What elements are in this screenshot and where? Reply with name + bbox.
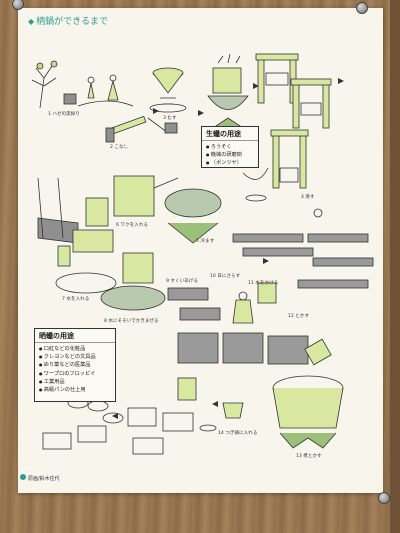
list-item: 口紅などの化粧品: [39, 345, 115, 353]
list-item: （ポンツヤ）: [206, 159, 258, 167]
caption-step14: 14 つぎ鍋に入れる: [218, 431, 258, 436]
caption-step9: 9 すくいあげる: [166, 279, 198, 284]
push-pin: [356, 2, 368, 14]
push-pin: [378, 492, 390, 504]
caption-step13: 13 煮とかす: [296, 454, 322, 459]
page-marker: [20, 474, 26, 480]
bleached-wax-uses-title: 晒蠟の用途: [35, 329, 115, 343]
list-item: ろうそく: [206, 143, 258, 151]
caption-step12: 12 とかす: [288, 314, 310, 319]
list-item: 工業用品: [39, 378, 115, 386]
caption-step10: 10 日にさらす: [210, 274, 241, 279]
vat-scene: [37, 175, 222, 244]
poster: ◆柄鍋ができるまで: [18, 8, 383, 493]
press-frame-1: [255, 53, 299, 104]
list-item: クレヨンなどの文具品: [39, 353, 115, 361]
raw-wax-uses-list: ろうそく 機械の研磨剤 （ポンツヤ）: [202, 143, 258, 168]
raw-wax-uses-title: 生蠟の用途: [202, 127, 258, 141]
stirring-tub: [100, 252, 166, 311]
pouring-scene: [242, 129, 323, 218]
illustration-credit: 原画/鈴木住代: [28, 476, 60, 482]
bottom-trays: [42, 397, 194, 455]
bleached-wax-uses-list: 口紅などの化粧品 クレヨンなどの文具品 ぬり薬などの医薬品 ワープロのフロッピイ…: [35, 345, 115, 394]
process-illustration: [31, 53, 374, 455]
push-pin: [12, 0, 24, 10]
poster-title-text: 柄鍋ができるまで: [36, 17, 108, 27]
caption-step6: 6 ワクを入れる: [116, 223, 148, 228]
list-item: 高級パンの仕上用: [39, 386, 115, 394]
caption-step8: 8 水にそそいでかきまぜる: [104, 319, 159, 324]
drying-racks: [167, 233, 374, 321]
raw-wax-uses-box: 生蠟の用途 ろうそく 機械の研磨剤 （ポンツヤ）: [201, 126, 259, 168]
arrows: [112, 78, 344, 419]
press-frame-2: [290, 78, 332, 129]
boiling-pot: [272, 338, 344, 449]
bleached-wax-uses-box: 晒蠟の用途 口紅などの化粧品 クレヨンなどの文具品 ぬり薬などの医薬品 ワープロ…: [34, 328, 116, 402]
wall-edge: [390, 0, 400, 533]
caption-step2: 2 こなし: [110, 145, 129, 150]
lower-drying-racks: [177, 332, 309, 365]
list-item: 機械の研磨剤: [206, 151, 258, 159]
steaming-pot: [207, 53, 249, 129]
rope-stage: [37, 177, 117, 294]
list-item: ワープロのフロッピイ: [39, 370, 115, 378]
caption-step11: 11 水をかける: [248, 281, 279, 286]
list-item: ぬり薬などの医薬品: [39, 361, 115, 369]
caption-step4: 4 蒸す: [301, 195, 315, 200]
caption-step7: 7 水を入れる: [62, 297, 90, 302]
caption-step5: 5 冷ます: [196, 239, 215, 244]
pails: [177, 377, 244, 432]
caption-step3: 3 むす: [163, 116, 177, 121]
worker: [232, 282, 277, 324]
steaming-funnel: [149, 67, 187, 113]
grinding-mill: [105, 115, 178, 143]
caption-step1: 1 ハゼの実採り: [48, 112, 80, 117]
diamond-icon: ◆: [28, 17, 35, 26]
harvest-scene: [31, 60, 134, 109]
poster-title: ◆柄鍋ができるまで: [28, 14, 108, 27]
